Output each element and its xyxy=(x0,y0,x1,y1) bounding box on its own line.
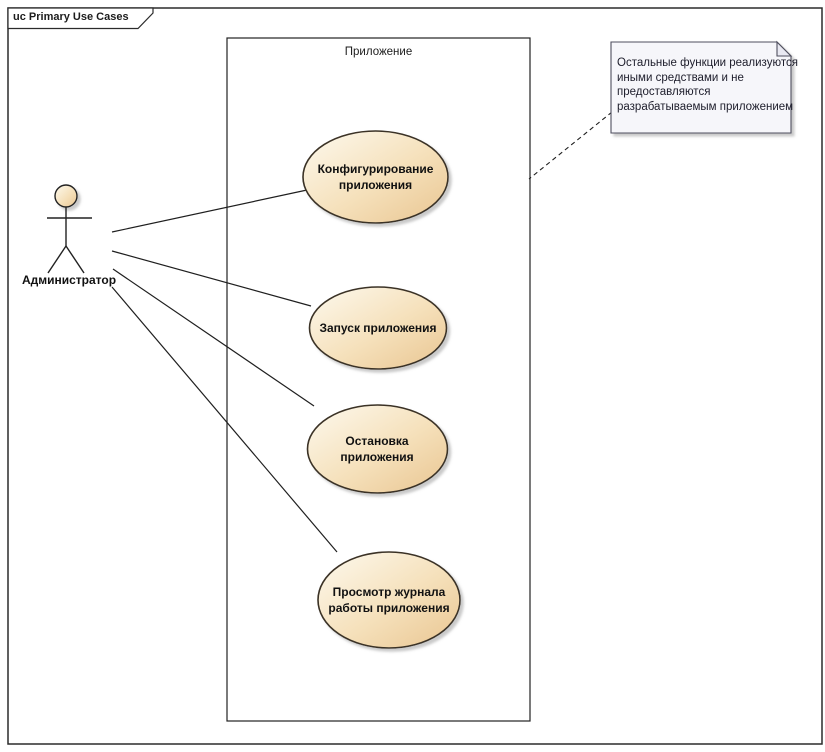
actor-leg-left xyxy=(47,245,67,274)
use-case-label-line: приложения xyxy=(338,178,413,192)
note-text-line: разрабатываемым приложением xyxy=(617,100,794,113)
association-line-viewlog xyxy=(111,286,338,553)
use-case-label-line: приложения xyxy=(340,450,414,464)
use-case-label-line: работы приложения xyxy=(328,601,450,615)
association-line-configure xyxy=(111,189,308,233)
use-case-label-start: Запуск приложения xyxy=(298,320,458,336)
use-case-label-configure: Конфигурирование приложения xyxy=(295,161,456,193)
note-text-line: Остальные функции реализуются xyxy=(617,57,798,69)
use-case-label-viewlog: Просмотр журнала работы приложения xyxy=(309,584,469,616)
use-case-label-line: Остановка xyxy=(345,434,409,448)
frame-title: uc Primary Use Cases xyxy=(13,11,129,23)
use-case-ellipse-start[interactable] xyxy=(308,286,448,370)
actor-head xyxy=(54,184,78,208)
association-line-stop xyxy=(112,268,315,407)
note-text-line: предоставляются xyxy=(617,86,711,99)
use-case-label-line: Запуск приложения xyxy=(319,321,437,335)
note-text: Остальные функции реализуются иными сред… xyxy=(617,56,798,114)
use-case-label-stop: Остановка приложения xyxy=(297,433,457,465)
use-case-label-line: Просмотр журнала xyxy=(332,585,446,599)
association-line-start xyxy=(111,250,312,307)
note-shape[interactable] xyxy=(610,40,793,134)
note-link-line xyxy=(528,111,613,180)
use-case-ellipse-configure[interactable] xyxy=(302,130,449,224)
system-boundary-label: Приложение xyxy=(344,46,413,58)
use-case-ellipse-stop[interactable] xyxy=(306,404,449,494)
actor-leg-right xyxy=(65,245,85,274)
frame-tab xyxy=(7,7,154,30)
use-case-label-line: Конфигурирование xyxy=(317,162,434,176)
note-fold-corner-icon xyxy=(776,40,793,57)
actor-administrator[interactable] xyxy=(47,184,92,274)
use-case-ellipse-viewlog[interactable] xyxy=(317,551,461,649)
note-body xyxy=(610,41,792,134)
note-text-line: иными средствами и не xyxy=(617,71,744,84)
actor-label: Администратор xyxy=(21,273,117,287)
